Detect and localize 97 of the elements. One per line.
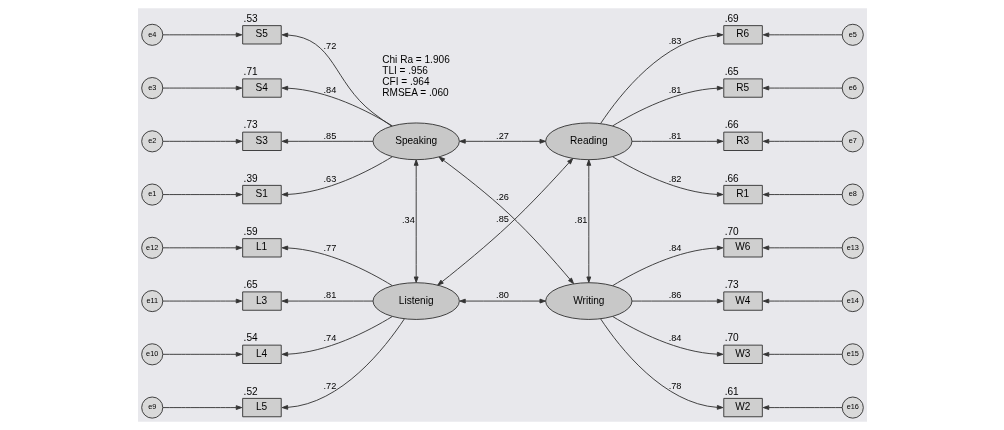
edge-label: .72: [323, 40, 336, 51]
arrow: [762, 245, 842, 251]
arrow: [413, 159, 419, 283]
node-circle: e8: [841, 183, 864, 206]
arrow: [281, 32, 392, 127]
edge-label: .80: [495, 290, 509, 301]
node-circle: e9: [140, 396, 163, 419]
arrow: [281, 85, 393, 127]
edge-label: .85: [323, 130, 336, 141]
edge-label: .72: [323, 381, 336, 392]
edge-label: .27: [495, 130, 509, 141]
node-label: .65: [243, 279, 258, 291]
edge-label: .84: [668, 332, 681, 343]
arrow: [762, 351, 842, 357]
node-label: .66: [724, 119, 739, 131]
arrow: [631, 298, 723, 304]
node-label: .65: [724, 66, 739, 78]
arrow: [611, 316, 723, 357]
edge-label: .26: [495, 192, 509, 203]
node-label: .61: [724, 385, 739, 397]
arrow: [281, 316, 393, 357]
arrow: [281, 318, 405, 410]
arrow: [162, 298, 242, 304]
arrow: [281, 298, 373, 304]
arrow: [585, 159, 591, 283]
node-circle: e16: [841, 396, 864, 419]
arrow: [762, 405, 842, 410]
node-label: .54: [243, 332, 258, 344]
node-label: .70: [724, 332, 739, 344]
edge-label: .74: [323, 332, 336, 343]
arrow: [281, 156, 393, 197]
arrow: [762, 85, 842, 91]
node-circle: e5: [841, 23, 864, 46]
label: RMSEA = .060: [381, 87, 449, 99]
node-label: .69: [724, 12, 739, 24]
edge-label: .86: [668, 290, 681, 301]
arrow: [599, 318, 723, 410]
node-circle: e7: [841, 130, 864, 153]
edge-label: .84: [323, 84, 336, 95]
node-circle: e10: [140, 343, 163, 366]
edge-label: .78: [668, 381, 681, 392]
node-circle: e4: [140, 23, 163, 46]
node-ellipse: Writing: [544, 282, 632, 320]
node-label: .66: [724, 172, 739, 184]
arrow: [281, 138, 373, 144]
edge-label: .81: [668, 130, 681, 141]
arrow: [762, 138, 842, 144]
edge-label: .63: [323, 173, 336, 184]
node-circle: e13: [841, 236, 864, 259]
node-label: .39: [243, 172, 258, 184]
arrow: [762, 32, 842, 38]
arrow: [762, 298, 842, 304]
edge-label: .84: [668, 243, 681, 254]
arrow: [162, 32, 242, 38]
label: Chi Ra = 1.906: [381, 54, 450, 66]
label: TLI = .956: [381, 65, 428, 77]
node-label: .71: [243, 66, 258, 78]
node-circle: e11: [140, 290, 163, 313]
node-circle: e6: [841, 77, 864, 100]
arrow: [458, 138, 546, 144]
node-ellipse: Listenig: [372, 282, 460, 320]
edge-label: .85: [495, 214, 509, 225]
node-circle: e15: [841, 343, 864, 366]
edge-label: .81: [323, 290, 336, 301]
node-label: .73: [243, 119, 258, 131]
edge-label: .34: [401, 215, 415, 226]
arrow: [162, 192, 242, 197]
arrow: [631, 138, 723, 144]
node-circle: e1: [140, 183, 163, 206]
arrow: [281, 245, 393, 287]
node-circle: e12: [140, 236, 163, 259]
arrow: [162, 351, 242, 357]
edge-label: .83: [668, 36, 681, 46]
node-ellipse: Reading: [544, 122, 632, 161]
arrow: [162, 85, 242, 91]
arrow: [762, 192, 842, 197]
node-circle: e2: [140, 130, 163, 153]
edge-label: .77: [323, 243, 336, 254]
node-label: .53: [243, 12, 258, 24]
node-label: .70: [724, 225, 739, 237]
arrow: [611, 156, 723, 197]
label: CFI = .964: [381, 76, 430, 88]
edge-label: .82: [668, 173, 681, 184]
node-label: .59: [243, 225, 258, 237]
edge-label: .81: [574, 215, 587, 226]
arrow: [611, 85, 723, 127]
arrow: [599, 32, 723, 124]
edge-label: .81: [668, 84, 681, 95]
arrow: [162, 138, 242, 144]
arrow: [458, 298, 546, 304]
arrow: [611, 245, 723, 287]
node-label: .73: [724, 279, 739, 291]
node-circle: e3: [140, 77, 163, 100]
arrow: [162, 245, 242, 251]
arrow: [162, 405, 242, 410]
node-circle: e14: [841, 290, 864, 313]
node-label: .52: [243, 385, 258, 397]
